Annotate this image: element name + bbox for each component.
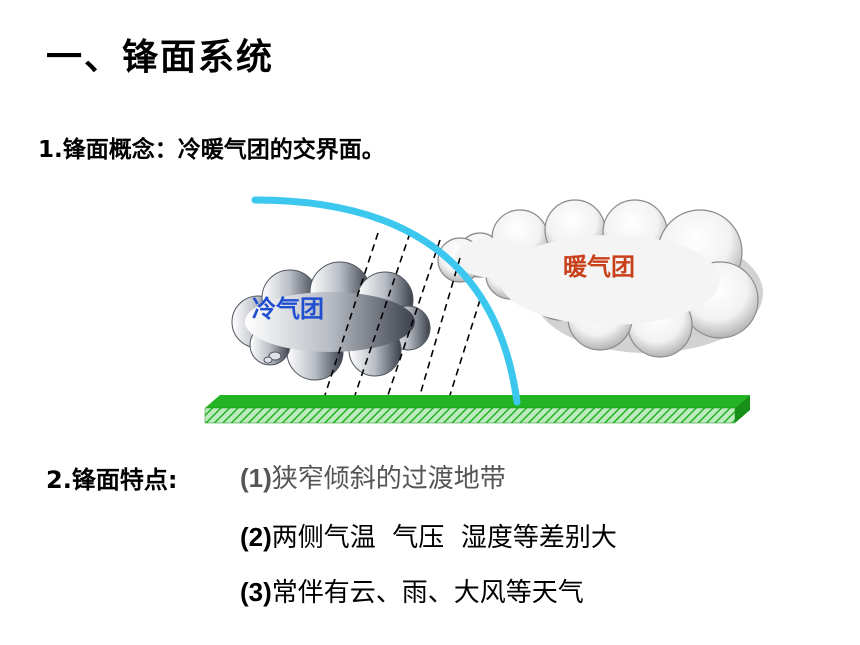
feature-num: (3)	[240, 577, 272, 607]
front-concept-text: 1.锋面概念：冷暖气团的交界面。	[38, 137, 385, 163]
feature-item-2: (2)两侧气温 气压 湿度等差别大	[240, 517, 617, 554]
warm-air-label: 暖气团	[563, 253, 635, 281]
feature-num: (2)	[240, 522, 272, 552]
warm-air-cloud	[437, 199, 763, 358]
features-label: 2.锋面特点:	[46, 466, 178, 494]
feature-text: 常伴有云、雨、大风等天气	[271, 578, 584, 608]
frontal-surface-line	[251, 196, 521, 406]
feature-item-3: (3)常伴有云、雨、大风等天气	[240, 572, 584, 609]
cold-air-label: 冷气团	[252, 295, 324, 323]
ground-strip	[204, 395, 750, 424]
feature-item-1: (1)狭窄倾斜的过渡地带	[240, 458, 506, 495]
cold-air-cloud	[231, 261, 431, 381]
rain-lines	[324, 232, 481, 396]
feature-num: (1)	[240, 463, 272, 493]
feature-text: 两侧气温 气压 湿度等差别大	[271, 523, 617, 553]
feature-text: 狭窄倾斜的过渡地带	[271, 464, 506, 494]
slide-title: 一、锋面系统	[46, 37, 275, 78]
